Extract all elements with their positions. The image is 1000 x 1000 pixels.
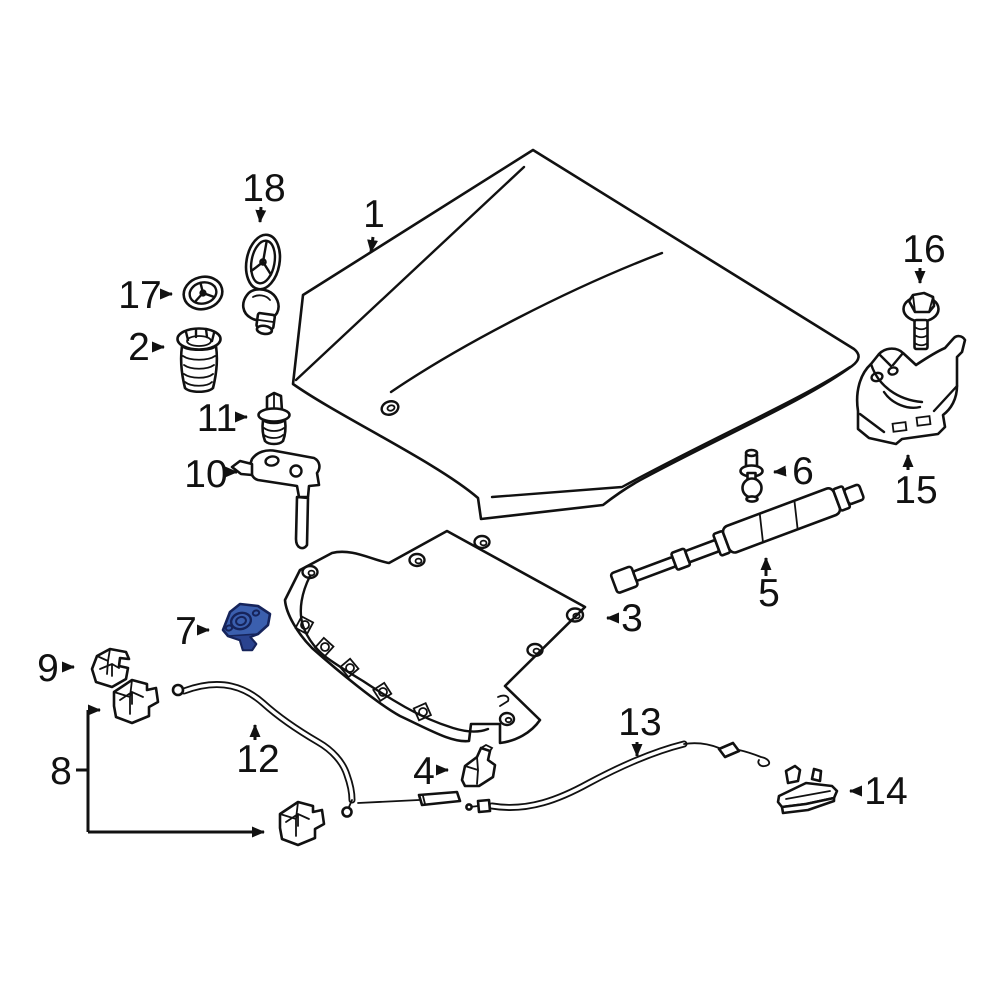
callout-4: 4 bbox=[413, 750, 449, 793]
part-17-emblem-badge bbox=[182, 275, 224, 311]
hood-grommet-hole bbox=[380, 400, 400, 416]
callout-5: 5 bbox=[758, 557, 780, 615]
callout-13-label: 13 bbox=[618, 701, 661, 744]
part-4-clip bbox=[460, 743, 497, 788]
callout-2: 2 bbox=[128, 326, 165, 369]
hood-front-lip-line bbox=[490, 365, 852, 499]
callout-2-label: 2 bbox=[128, 326, 150, 369]
pad-bottom-detail bbox=[497, 694, 510, 707]
part-6-ball-stud bbox=[739, 448, 764, 503]
part-7-buffer-plate-highlighted bbox=[221, 602, 272, 652]
callouts: 1 18 17 2 11 10 16 15 bbox=[37, 167, 946, 838]
callout-10-label: 10 bbox=[184, 453, 227, 496]
callout-16: 16 bbox=[902, 228, 946, 284]
part-1-hood-panel bbox=[291, 148, 860, 521]
part-15-hood-hinge bbox=[855, 334, 967, 446]
part-2-buffer-stop bbox=[176, 327, 222, 394]
callout-16-label: 16 bbox=[902, 228, 945, 271]
pad-inner-edge-line bbox=[299, 574, 490, 733]
callout-1: 1 bbox=[363, 193, 385, 253]
part-13-release-cable-rear bbox=[465, 740, 771, 814]
cable-clip-lower bbox=[278, 800, 326, 847]
callout-17: 17 bbox=[118, 274, 173, 317]
part-9-clip bbox=[90, 647, 131, 689]
callout-8: 8 bbox=[50, 704, 265, 838]
callout-12-label: 12 bbox=[236, 738, 279, 781]
cable-barrel-fitting bbox=[717, 741, 741, 759]
callout-9: 9 bbox=[37, 647, 75, 690]
part-10-safety-catch bbox=[230, 449, 321, 550]
callout-3-label: 3 bbox=[621, 597, 643, 640]
callout-1-label: 1 bbox=[363, 193, 385, 236]
callout-18-label: 18 bbox=[242, 167, 285, 210]
part-5-lift-support bbox=[609, 483, 865, 594]
callout-11: 11 bbox=[197, 397, 248, 440]
callout-14: 14 bbox=[849, 770, 908, 813]
callout-6-arrow bbox=[773, 465, 787, 477]
part-8-cable-clips bbox=[112, 678, 326, 847]
pad-edge-tabs bbox=[294, 615, 433, 722]
callout-12: 12 bbox=[236, 724, 280, 781]
callout-5-label: 5 bbox=[758, 572, 780, 615]
part-12-release-cable-front bbox=[171, 681, 462, 818]
callout-1-arrow bbox=[367, 236, 379, 253]
cable-sheath-sleeve bbox=[417, 790, 462, 807]
part-16-bolt bbox=[902, 291, 940, 351]
callout-4-label: 4 bbox=[413, 750, 435, 793]
callout-3: 3 bbox=[606, 597, 643, 640]
callout-15: 15 bbox=[894, 454, 938, 512]
part-3-insulation-pad bbox=[283, 529, 587, 745]
callout-15-label: 15 bbox=[894, 469, 937, 512]
callout-18: 18 bbox=[242, 167, 286, 223]
cable-clip-upper bbox=[112, 678, 160, 725]
part-18-star-ornament bbox=[241, 233, 282, 336]
callout-6-label: 6 bbox=[792, 450, 814, 493]
callout-9-label: 9 bbox=[37, 647, 59, 690]
callout-8-label: 8 bbox=[50, 750, 72, 793]
callout-7-label: 7 bbox=[175, 610, 197, 653]
hood-side-fold-line bbox=[294, 165, 526, 382]
pad-grommets bbox=[301, 534, 585, 727]
callout-7: 7 bbox=[175, 610, 210, 653]
callout-8-bracket bbox=[76, 710, 90, 832]
callout-6: 6 bbox=[773, 450, 814, 493]
callout-17-label: 17 bbox=[118, 274, 161, 317]
callout-11-label: 11 bbox=[197, 397, 238, 440]
part-14-release-handle bbox=[776, 764, 839, 815]
callout-14-label: 14 bbox=[864, 770, 907, 813]
callout-13: 13 bbox=[618, 701, 662, 757]
part-11-stopper bbox=[257, 391, 291, 446]
cable-eyelet-end bbox=[171, 683, 185, 697]
hood-crease-line bbox=[389, 251, 664, 394]
callout-18-arrow bbox=[255, 206, 267, 223]
callout-10: 10 bbox=[184, 453, 238, 496]
